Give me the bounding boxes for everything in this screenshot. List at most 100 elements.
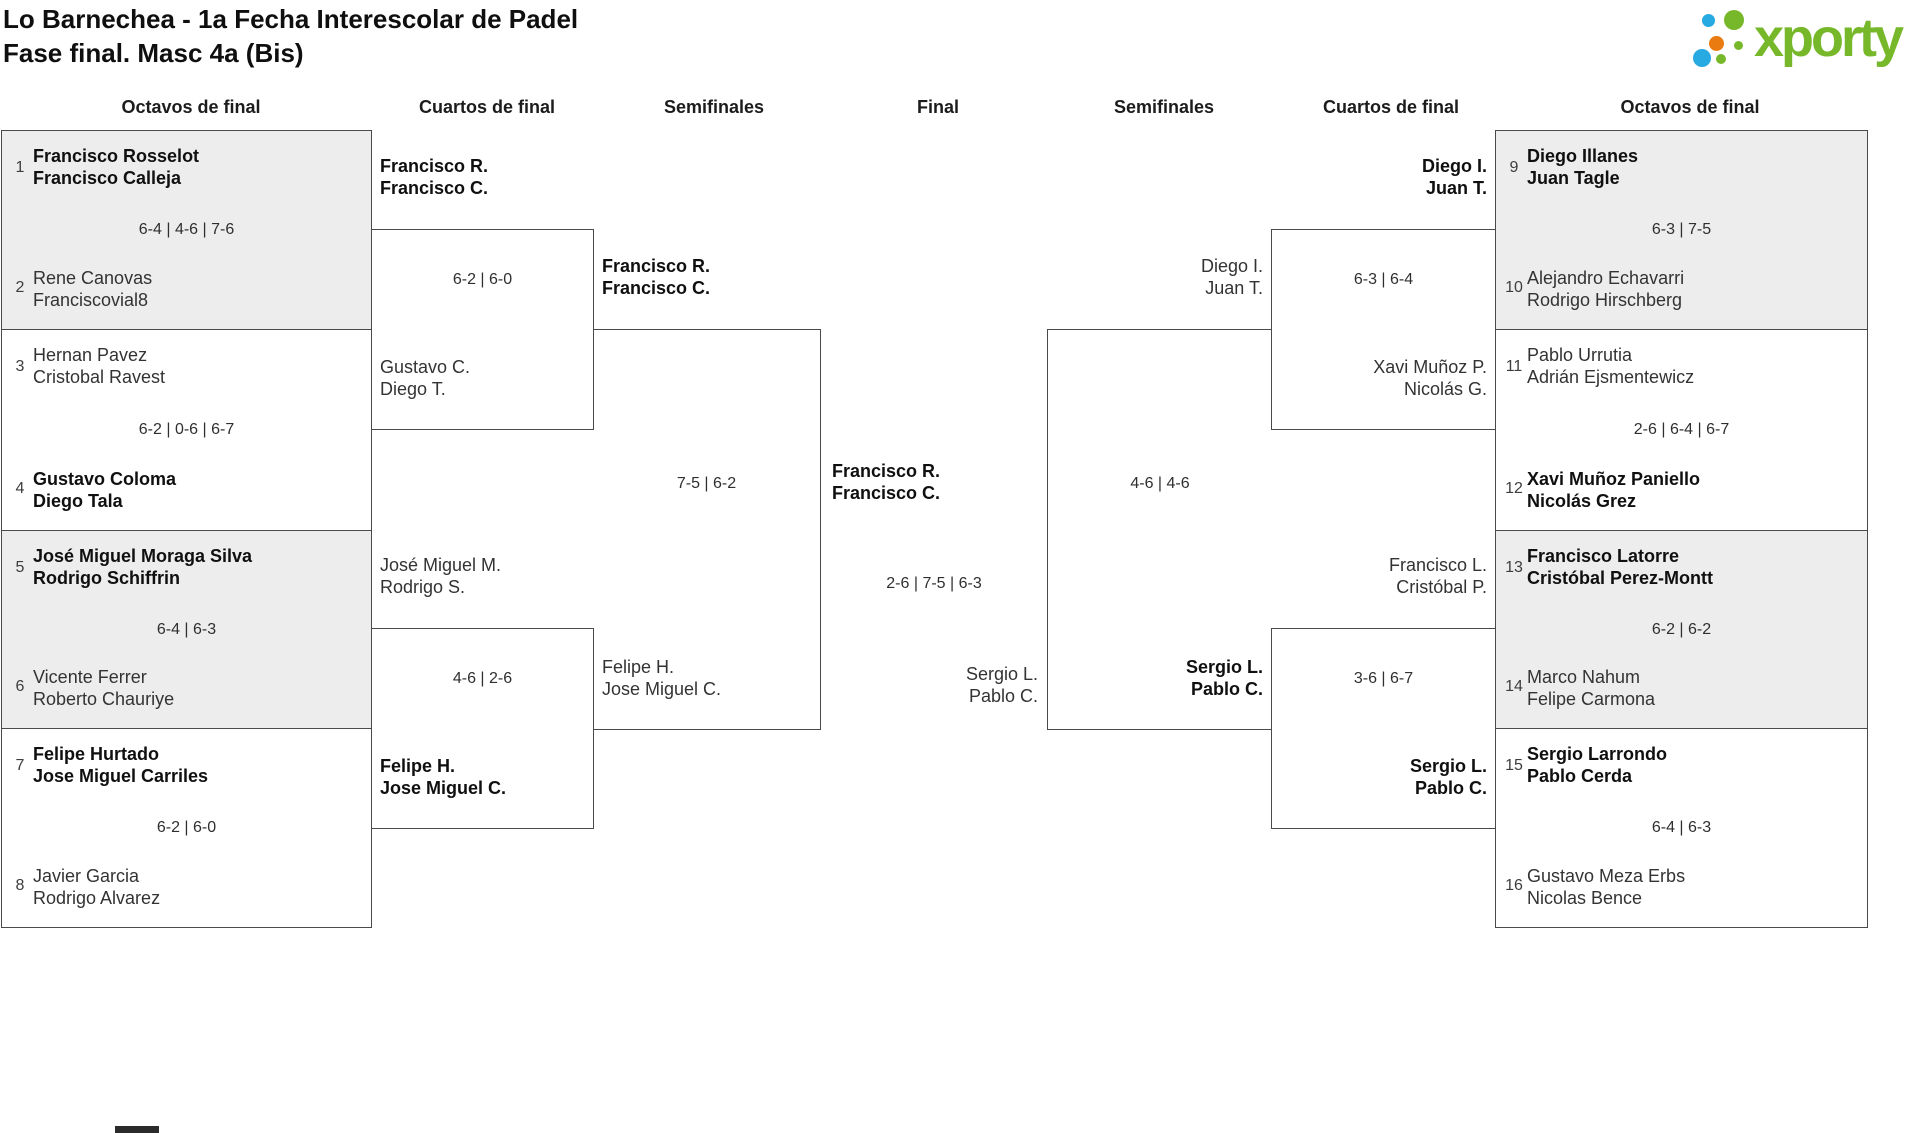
match-box-octavos-1: 1 Francisco Rosselot Francisco Calleja 6… bbox=[1, 130, 372, 330]
player-name: Rodrigo S. bbox=[380, 577, 466, 597]
match-score: 7-5 | 6-2 bbox=[676, 475, 737, 492]
match-box-semifinal-2: Diego I. Juan T. 4-6 | 4-6 Sergio L. Pab… bbox=[1047, 256, 1272, 730]
match-box-semifinal-1: Francisco R. Francisco C. 7-5 | 6-2 Feli… bbox=[593, 256, 821, 730]
seed-number: 5 bbox=[15, 559, 25, 576]
player-name: Nicolás Grez bbox=[1527, 491, 1637, 511]
logo-text: xporty bbox=[1754, 8, 1904, 68]
player-name: Nicolás G. bbox=[1403, 379, 1487, 399]
match-score: 3-6 | 6-7 bbox=[1353, 670, 1414, 687]
tournament-phase: Fase final. Masc 4a (Bis) bbox=[3, 38, 304, 68]
seed-number: 3 bbox=[15, 358, 25, 375]
team-names: Felipe H. Jose Miguel C. bbox=[380, 755, 506, 799]
team-names: Hernan Pavez Cristobal Ravest bbox=[33, 344, 165, 388]
player-name: Rodrigo Hirschberg bbox=[1527, 290, 1683, 310]
team-names: Sergio L. Pablo C. bbox=[1410, 755, 1487, 799]
match-score: 6-2 | 6-2 bbox=[1651, 620, 1712, 638]
player-name: Gustavo Coloma bbox=[33, 469, 177, 489]
match-box-cuartos-1: Francisco R. Francisco C. 6-2 | 6-0 Gust… bbox=[371, 156, 594, 430]
team-names: Sergio L. Pablo C. bbox=[966, 663, 1038, 707]
player-name: José Miguel M. bbox=[380, 555, 502, 575]
team-names: Diego Illanes Juan Tagle bbox=[1527, 145, 1638, 189]
player-name: Diego T. bbox=[380, 379, 446, 399]
player-name: Vicente Ferrer bbox=[33, 667, 147, 687]
seed-number: 13 bbox=[1505, 559, 1523, 576]
round-header-cuartos-left: Cuartos de final bbox=[418, 97, 556, 117]
player-name: Sergio L. bbox=[965, 664, 1038, 684]
player-name: Diego Tala bbox=[33, 491, 123, 511]
seed-number: 8 bbox=[15, 877, 25, 894]
seed-number: 12 bbox=[1505, 480, 1523, 497]
player-name: Felipe H. bbox=[380, 756, 456, 776]
team-names: Francisco L. Cristóbal P. bbox=[1389, 554, 1487, 598]
team-names: Gustavo Coloma Diego Tala bbox=[33, 468, 176, 512]
team-names: Xavi Muñoz Paniello Nicolás Grez bbox=[1527, 468, 1700, 512]
seed-number: 14 bbox=[1505, 678, 1523, 695]
player-name: Xavi Muñoz P. bbox=[1373, 357, 1487, 377]
match-score: 6-2 | 6-0 bbox=[156, 819, 217, 836]
match-box-octavos-2: 3 Hernan Pavez Cristobal Ravest 6-2 | 0-… bbox=[1, 329, 372, 531]
player-name: Juan Tagle bbox=[1527, 168, 1620, 188]
team-names: Francisco Rosselot Francisco Calleja bbox=[33, 145, 199, 189]
player-name: Gustavo Meza Erbs bbox=[1527, 866, 1686, 886]
player-name: Cristóbal Perez-Montt bbox=[1527, 568, 1714, 588]
seed-number: 1 bbox=[15, 159, 25, 176]
match-score: 6-4 | 6-3 bbox=[1651, 819, 1712, 836]
match-score: 4-6 | 2-6 bbox=[452, 670, 513, 687]
match-score: 6-3 | 6-4 bbox=[1353, 271, 1414, 288]
team-names: Pablo Urrutia Adrián Ejsmentewicz bbox=[1527, 344, 1694, 388]
seed-number: 15 bbox=[1505, 757, 1523, 774]
player-name: Rodrigo Schiffrin bbox=[33, 568, 180, 588]
team-names: Francisco R. Francisco C. bbox=[602, 255, 710, 299]
player-name: Xavi Muñoz Paniello bbox=[1527, 469, 1701, 489]
team-names: Felipe H. Jose Miguel C. bbox=[602, 656, 721, 700]
match-box-cuartos-2: José Miguel M. Rodrigo S. 4-6 | 2-6 Feli… bbox=[371, 555, 594, 829]
player-name: Nicolas Bence bbox=[1527, 888, 1643, 908]
player-name: Francisco R. bbox=[380, 156, 489, 176]
match-score: 6-4 | 4-6 | 7-6 bbox=[138, 221, 235, 238]
logo-dot-blue-large bbox=[1693, 49, 1711, 67]
seed-number: 16 bbox=[1505, 877, 1523, 894]
player-name: Alejandro Echavarri bbox=[1527, 268, 1685, 288]
player-name: Sergio L. bbox=[1409, 756, 1487, 776]
tournament-name: Lo Barnechea - 1a Fecha Interescolar de … bbox=[3, 4, 579, 34]
player-name: Jose Miguel Carriles bbox=[33, 766, 209, 786]
logo-dot-orange bbox=[1709, 36, 1724, 51]
xporty-logo[interactable]: xporty bbox=[1688, 5, 1920, 85]
player-name: Felipe Hurtado bbox=[33, 744, 160, 764]
match-box-octavos-6: 11 Pablo Urrutia Adrián Ejsmentewicz 2-6… bbox=[1495, 329, 1868, 531]
player-name: Francisco R. bbox=[832, 461, 941, 481]
player-name: Pablo Cerda bbox=[1527, 766, 1633, 786]
team-names: José Miguel M. Rodrigo S. bbox=[380, 554, 501, 598]
seed-number: 2 bbox=[15, 279, 25, 296]
player-name: Diego I. bbox=[1200, 256, 1263, 276]
team-names: Gustavo C. Diego T. bbox=[380, 356, 470, 400]
logo-dot-green-large bbox=[1724, 10, 1744, 30]
match-score: 6-3 | 7-5 bbox=[1651, 221, 1712, 238]
team-names: Francisco R. Francisco C. bbox=[380, 155, 488, 199]
player-name: Francisco Rosselot bbox=[33, 146, 200, 166]
page-edge-artifact bbox=[115, 1126, 159, 1133]
player-name: Francisco C. bbox=[602, 278, 711, 298]
round-header-final: Final bbox=[916, 97, 960, 117]
player-name: Roberto Chauriye bbox=[33, 689, 175, 709]
match-score: 6-2 | 6-0 bbox=[452, 271, 513, 288]
player-name: Pablo Urrutia bbox=[1527, 345, 1633, 365]
player-name: Pablo C. bbox=[1414, 778, 1487, 798]
player-name: Franciscovial8 bbox=[33, 290, 149, 310]
team-names: Felipe Hurtado Jose Miguel Carriles bbox=[33, 743, 208, 787]
round-header-octavos-left: Octavos de final bbox=[121, 97, 261, 117]
seed-number: 7 bbox=[15, 757, 25, 774]
player-name: Rodrigo Alvarez bbox=[33, 888, 161, 908]
page-title: Lo Barnechea - 1a Fecha Interescolar de … bbox=[3, 2, 578, 70]
seed-number: 6 bbox=[15, 678, 25, 695]
match-score: 6-2 | 0-6 | 6-7 bbox=[138, 421, 235, 438]
team-names: Javier Garcia Rodrigo Alvarez bbox=[33, 865, 160, 909]
round-header-semis-right: Semifinales bbox=[1113, 97, 1215, 117]
seed-number: 9 bbox=[1509, 159, 1519, 176]
match-box-octavos-3: 5 José Miguel Moraga Silva Rodrigo Schif… bbox=[1, 530, 372, 729]
round-header-octavos-right: Octavos de final bbox=[1620, 97, 1760, 117]
match-box-octavos-7: 13 Francisco Latorre Cristóbal Perez-Mon… bbox=[1495, 530, 1868, 729]
team-names: Francisco Latorre Cristóbal Perez-Montt bbox=[1527, 545, 1713, 589]
player-name: Adrián Ejsmentewicz bbox=[1527, 367, 1695, 387]
